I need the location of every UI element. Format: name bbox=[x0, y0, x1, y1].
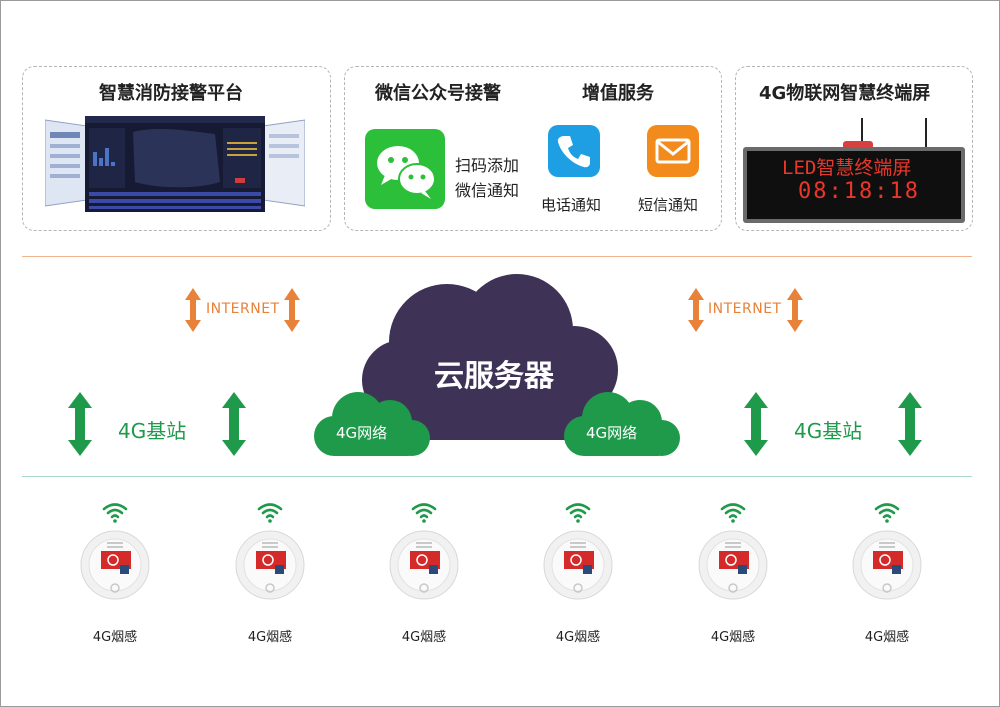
value-added-title: 增值服务 bbox=[582, 83, 654, 104]
sensor-label: 4G烟感 bbox=[247, 630, 293, 645]
smoke-detector-icon bbox=[389, 530, 459, 600]
smoke-detector-icon bbox=[852, 530, 922, 600]
internet-label-left: INTERNET bbox=[206, 301, 280, 317]
led-title: 4G物联网智慧终端屏 bbox=[759, 83, 931, 104]
phone-label: 电话通知 bbox=[541, 196, 602, 214]
smoke-detector-icon bbox=[235, 530, 305, 600]
platform-panel: 智慧消防接警平台 bbox=[22, 66, 331, 231]
cloud-label: 云服务器 bbox=[434, 359, 554, 394]
wechat-line2: 微信通知 bbox=[455, 181, 520, 200]
wifi-signal-icon bbox=[718, 501, 748, 523]
sms-label: 短信通知 bbox=[638, 196, 699, 214]
sms-icon bbox=[647, 125, 699, 177]
platform-title: 智慧消防接警平台 bbox=[99, 83, 243, 104]
network-label-left: 4G网络 bbox=[336, 424, 388, 442]
smoke-detector-icon bbox=[698, 530, 768, 600]
sensor-label: 4G烟感 bbox=[401, 630, 447, 645]
sensor-label: 4G烟感 bbox=[92, 630, 138, 645]
sensor-label: 4G烟感 bbox=[710, 630, 756, 645]
internet-label-right: INTERNET bbox=[708, 301, 782, 317]
wechat-title: 微信公众号接警 bbox=[375, 83, 501, 104]
network-cloud-right bbox=[564, 392, 680, 456]
notification-panel: 微信公众号接警 增值服务 扫码添加 微信通知 电话通知 短信通知 bbox=[344, 66, 722, 231]
sensor-label: 4G烟感 bbox=[864, 630, 910, 645]
cloud-server bbox=[362, 274, 618, 440]
station-arrows-right bbox=[744, 392, 922, 456]
lower-divider bbox=[22, 476, 972, 477]
upper-divider bbox=[22, 256, 972, 257]
smoke-detector-icon bbox=[543, 530, 613, 600]
led-screen-line2: 08:18:18 bbox=[798, 179, 920, 204]
wifi-signal-icon bbox=[100, 501, 130, 523]
station-label-left: 4G基站 bbox=[118, 419, 187, 443]
wifi-signal-icon bbox=[563, 501, 593, 523]
station-arrows-left bbox=[68, 392, 246, 456]
wifi-signal-icon bbox=[255, 501, 285, 523]
smoke-detector-icon bbox=[80, 530, 150, 600]
wechat-icon bbox=[365, 129, 445, 209]
network-cloud-left bbox=[314, 392, 430, 456]
internet-arrows-left bbox=[185, 288, 300, 332]
sensor-label: 4G烟感 bbox=[555, 630, 601, 645]
led-screen-line1: LED智慧终端屏 bbox=[782, 157, 912, 179]
internet-arrows-right bbox=[688, 288, 803, 332]
led-panel: 4G物联网智慧终端屏 LED智慧终端屏 08:18:18 bbox=[735, 66, 973, 231]
network-label-right: 4G网络 bbox=[586, 424, 638, 442]
wechat-line1: 扫码添加 bbox=[455, 156, 520, 175]
phone-icon bbox=[548, 125, 600, 177]
wifi-signal-icon bbox=[409, 501, 439, 523]
station-label-right: 4G基站 bbox=[794, 419, 863, 443]
platform-screenshot bbox=[45, 116, 305, 212]
wifi-signal-icon bbox=[872, 501, 902, 523]
led-device-frame bbox=[743, 118, 965, 223]
